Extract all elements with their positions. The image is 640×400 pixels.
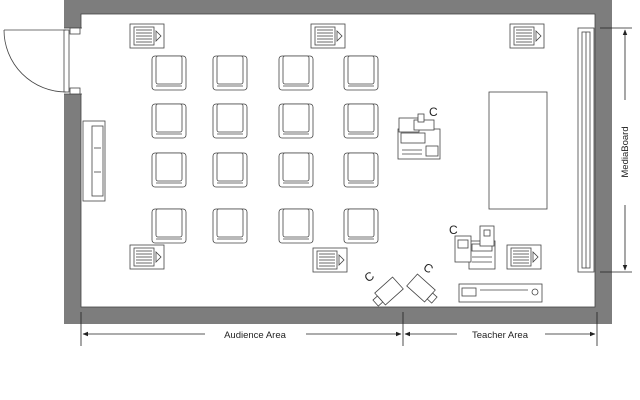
- teacher-table: [488, 91, 548, 210]
- speaker-icon: [129, 244, 165, 270]
- mediaboard-icon: [577, 27, 595, 273]
- camera-label-1: C: [429, 105, 438, 119]
- chair-icon: [212, 103, 248, 139]
- camera-icon: [406, 273, 438, 304]
- audience-area-label: Audience Area: [224, 330, 287, 341]
- chair-icon: [278, 208, 314, 244]
- chair-icon: [343, 103, 379, 139]
- mediaboard-label: MediaBoard: [620, 126, 631, 177]
- camera-station-1: [397, 113, 441, 160]
- speaker-icon: [312, 247, 348, 273]
- chair-icon: [212, 152, 248, 188]
- dimension-mediaboard: [600, 27, 632, 273]
- projector-icon: [458, 283, 543, 303]
- chair-icon: [278, 152, 314, 188]
- audience-chairs: [151, 55, 379, 244]
- chair-icon: [151, 152, 187, 188]
- chair-icon: [343, 152, 379, 188]
- chair-icon: [278, 103, 314, 139]
- camera-label-2: C: [449, 223, 458, 237]
- chair-icon: [343, 55, 379, 91]
- cabinet-icon: [82, 120, 106, 202]
- chair-icon: [212, 208, 248, 244]
- speaker-icon: [129, 23, 165, 49]
- chair-icon: [151, 103, 187, 139]
- door-icon: [3, 27, 81, 95]
- speaker-icon: [506, 244, 542, 270]
- teacher-area-label: Teacher Area: [472, 330, 529, 341]
- chair-icon: [151, 55, 187, 91]
- chair-icon: [212, 55, 248, 91]
- chair-icon: [278, 55, 314, 91]
- camera-icon: [372, 276, 404, 307]
- speakers: [129, 23, 545, 273]
- speaker-icon: [509, 23, 545, 49]
- camera-station-2: [454, 225, 496, 270]
- chair-icon: [151, 208, 187, 244]
- chair-icon: [343, 208, 379, 244]
- dimension-audience: [80, 312, 404, 346]
- dimension-teacher: [404, 312, 598, 346]
- speaker-icon: [310, 23, 346, 49]
